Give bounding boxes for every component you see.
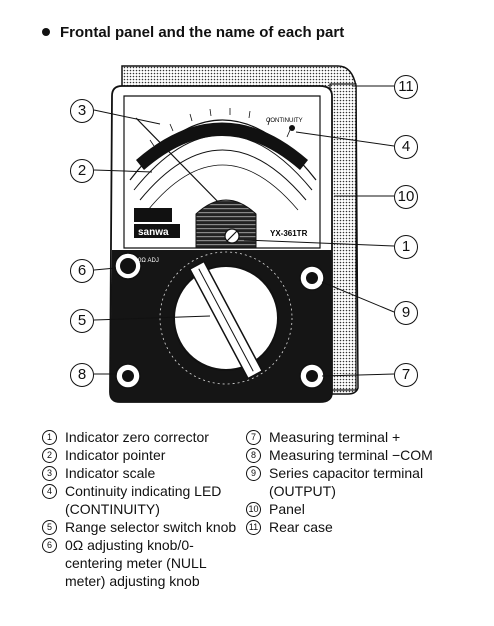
- callout-4: 4: [394, 135, 418, 159]
- callout-3: 3: [70, 99, 94, 123]
- item-number: 10: [246, 502, 261, 517]
- item-label: Measuring terminal +: [269, 429, 401, 445]
- list-item: 6 0Ω adjusting knob/0-centering meter (NU…: [42, 536, 238, 590]
- callout-2: 2: [70, 159, 94, 183]
- callout-11: 11: [394, 75, 418, 99]
- list-item: 10 Panel: [246, 500, 456, 518]
- item-label: Series capacitor terminal (OUTPUT): [269, 465, 424, 499]
- list-item: 2 Indicator pointer: [42, 446, 238, 464]
- item-label: Indicator scale: [65, 465, 156, 481]
- callout-9: 9: [394, 301, 418, 325]
- item-label: Measuring terminal −COM: [269, 447, 433, 463]
- item-number: 4: [42, 484, 57, 499]
- parts-list-right: 7 Measuring terminal + 8 Measuring termina…: [246, 428, 456, 536]
- item-number: 11: [246, 520, 261, 535]
- item-number: 3: [42, 466, 57, 481]
- page-title: Frontal panel and the name of each part: [42, 24, 344, 41]
- item-label: 0Ω adjusting knob/0-centering meter (NUL…: [65, 537, 207, 589]
- item-label: Range selector switch knob: [65, 519, 237, 535]
- zero-corrector-housing: [195, 199, 257, 249]
- parts-list-left: 1 Indicator zero corrector 2 Indicator poi…: [42, 428, 238, 590]
- item-label: Panel: [269, 501, 305, 517]
- callout-6: 6: [70, 259, 94, 283]
- indicator-pointer: [135, 117, 227, 211]
- item-label: Indicator pointer: [65, 447, 166, 463]
- scale-window: [123, 95, 321, 249]
- brand-plate: [134, 224, 180, 238]
- leader-lines: [93, 85, 395, 377]
- list-item: 4 Continuity indicating LED (CONTINUITY): [42, 482, 238, 518]
- item-number: 2: [42, 448, 57, 463]
- callout-10: 10: [394, 185, 418, 209]
- callout-8: 8: [70, 363, 94, 387]
- item-label: Rear case: [269, 519, 333, 535]
- zero-adj-label: 0Ω ADJ: [138, 258, 159, 264]
- bullet-icon: [42, 28, 50, 37]
- rear-case-side: [329, 83, 357, 391]
- item-number: 6: [42, 538, 57, 553]
- list-item: 7 Measuring terminal +: [246, 428, 456, 446]
- model-label: YX-361TR: [270, 229, 308, 238]
- callout-1: 1: [394, 235, 418, 259]
- callout-7: 7: [394, 363, 418, 387]
- item-label: Indicator zero corrector: [65, 429, 209, 445]
- item-number: 7: [246, 430, 261, 445]
- list-item: 8 Measuring terminal −COM: [246, 446, 456, 464]
- list-item: 5 Range selector switch knob: [42, 518, 238, 536]
- continuity-led: [289, 125, 295, 131]
- item-label: Continuity indicating LED (CONTINUITY): [65, 483, 222, 517]
- scale-black-arc: [136, 122, 308, 170]
- scale-ticks: [149, 108, 291, 147]
- list-item: 9 Series capacitor terminal (OUTPUT): [246, 464, 456, 500]
- page-title-text: Frontal panel and the name of each part: [60, 24, 345, 41]
- continuity-led-label: CONTINUITY: [266, 118, 303, 124]
- item-number: 5: [42, 520, 57, 535]
- list-item: 11 Rear case: [246, 518, 456, 536]
- list-item: 3 Indicator scale: [42, 464, 238, 482]
- brand-label: sanwa: [138, 227, 169, 238]
- callout-5: 5: [70, 309, 94, 333]
- item-number: 8: [246, 448, 261, 463]
- item-number: 9: [246, 466, 261, 481]
- list-item: 1 Indicator zero corrector: [42, 428, 238, 446]
- range-selector-dial: [159, 251, 293, 385]
- item-number: 1: [42, 430, 57, 445]
